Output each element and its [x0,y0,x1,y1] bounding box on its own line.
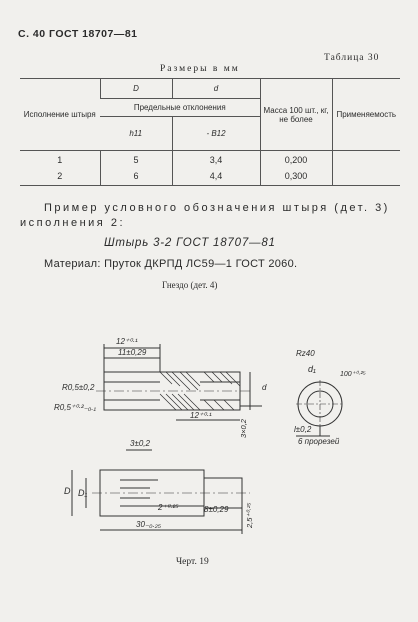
row1-exec: 1 [57,154,63,165]
page-header: С. 40 ГОСТ 18707—81 [18,28,138,40]
socket-drawing: 12⁺⁰·¹ 11±0,29 R0,5±0,2 R0,5⁺⁰·²₋₀.₁ 12⁺… [54,337,366,534]
dim-3x02: 3×0,2 [239,418,248,438]
dim-D1: D₁ [78,488,87,498]
dim-25: 2,5⁺⁰·²⁵ [245,502,254,529]
dim-r05: R0,5±0,2 [62,383,95,392]
example-text-line2: исполнения 2: [20,217,125,229]
header-tolerances: Предельные отклонения [100,98,260,117]
example-text-line1: Пример условного обозначения штыря (дет.… [44,202,390,214]
header-use: Применяемость [331,78,400,151]
row2-use [331,168,400,186]
slots-label: 6 прорезей [298,437,340,446]
row1-mass: 0,200 [259,151,332,168]
dim-3: 3±0,2 [130,439,151,448]
header-b12: - B12 [171,116,260,151]
header-D: D [99,78,172,99]
row1-d: 3,4 [171,151,260,168]
material: Материал: Пруток ДКРПД ЛС59—1 ГОСТ 2060. [44,258,298,270]
designation: Штырь 3-2 ГОСТ 18707—81 [104,237,276,249]
dim-2: 2⁺⁰·²⁵ [157,503,179,512]
dim-D: D [64,486,71,496]
roughness-rz40: Rz40 [296,349,315,358]
dim-d: d [262,383,267,392]
row2-exec: 2 [20,168,100,186]
dimensions-table: Исполнение штыря D d Масса 100 шт., кг, … [20,78,400,186]
dim-11: 11±0,29 [118,348,147,357]
table-caption: Размеры в мм [160,64,240,74]
dim-8: 8±0,29 [204,505,229,514]
figure-caption: Черт. 19 [176,557,209,567]
dim-12: 12⁺⁰·¹ [116,337,138,346]
row2-d: 4,4 [171,168,260,186]
row2-mass: 0,300 [259,168,332,186]
socket-title: Гнездо (дет. 4) [162,280,218,290]
dim-r05b: R0,5⁺⁰·²₋₀.₁ [54,403,96,412]
table-number: Таблица 30 [324,53,380,63]
row2-D: 6 [99,168,172,186]
header-h11: h11 [100,116,172,151]
dim-d1: d₁ [308,364,316,374]
dim-l: l±0,2 [294,425,312,434]
dim-12b: 12⁺⁰·¹ [190,411,212,420]
header-mass: Масса 100 шт., кг, не более [259,78,332,151]
dim-angle: 100⁺⁰·²⁵ [340,370,366,378]
row1-use [331,151,400,168]
header-d: d [171,78,260,99]
row1-D: 5 [99,151,172,168]
socket-section-hatch [159,371,241,411]
dim-30: 30₋₀.₂₅ [136,520,162,529]
header-execution: Исполнение штыря [20,78,100,151]
